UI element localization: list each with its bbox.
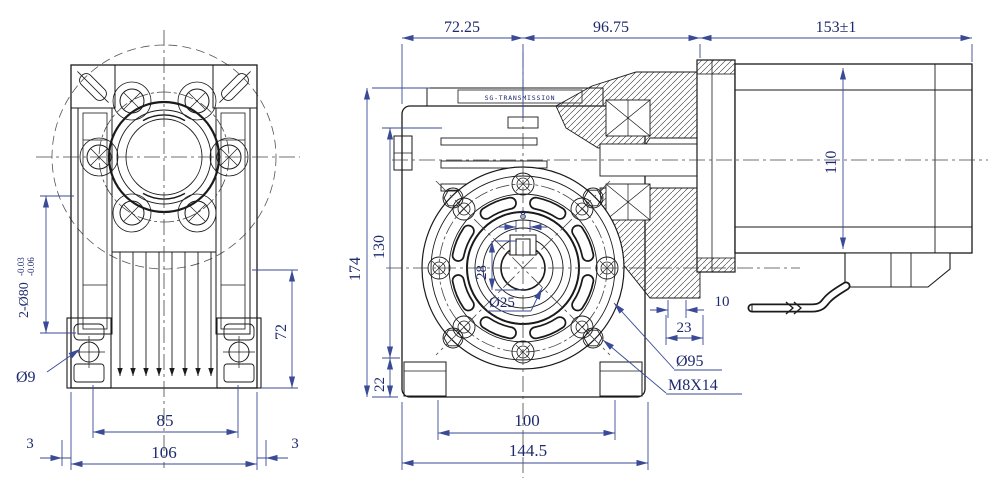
dim-foot-hole: Ø9 <box>16 369 36 386</box>
dimensions: 72.25 96.75 153±1 174 130 22 100 144.5 8… <box>16 19 973 470</box>
dim-side-clearance-left: 3 <box>26 436 34 452</box>
dim-spigot-dia: Ø95 <box>676 353 704 370</box>
motor-body <box>734 63 973 254</box>
side-view: SG-TRANSMISSION <box>386 52 988 478</box>
dim-output-boss: 2-Ø80 <box>17 282 32 318</box>
dim-foot-height: 72 <box>273 324 290 340</box>
corner-slot-left <box>77 71 109 103</box>
dim-flange-thickness: 23 <box>677 320 692 336</box>
dim-keyway-depth: 28 <box>474 265 490 280</box>
front-view <box>36 30 300 468</box>
corner-slot-right <box>219 71 251 103</box>
dim-motor-height: 110 <box>823 151 840 174</box>
nameplate-text: SG-TRANSMISSION <box>485 94 556 102</box>
dim-keyway-width: 8 <box>520 207 527 222</box>
dim-side-clearance-right: 3 <box>291 436 299 452</box>
side-plug-boss <box>393 135 413 171</box>
motor-flange-plate <box>696 59 736 273</box>
dim-output-boss-group: 2-Ø80 -0.03 -0.06 <box>16 257 36 318</box>
dim-output-bore: Ø25 <box>489 295 515 311</box>
dim-flange-span: 100 <box>514 411 540 430</box>
dim-housing-width: 72.25 <box>444 19 480 36</box>
dim-output-boss-tol-lower: -0.06 <box>26 257 36 276</box>
dim-adapter-width: 96.75 <box>593 19 629 36</box>
input-section <box>555 71 701 299</box>
motor-cable <box>747 281 851 315</box>
dim-spigot-depth: 10 <box>715 294 730 310</box>
dim-base-length: 144.5 <box>509 441 547 460</box>
dim-center-height: 130 <box>371 235 388 259</box>
side-feet <box>403 361 643 397</box>
diagonal-centerline-2 <box>435 180 611 356</box>
dim-fin-span: 85 <box>157 411 174 430</box>
dim-overall-height: 174 <box>347 257 364 281</box>
front-cooling-fins <box>112 251 216 376</box>
dim-base-width: 106 <box>151 443 177 462</box>
dim-motor-length: 153±1 <box>816 19 857 36</box>
terminal-box <box>844 252 951 288</box>
dim-output-boss-tol-upper: -0.03 <box>16 257 26 276</box>
dim-foot-thickness: 22 <box>372 377 388 392</box>
dim-mount-thread: M8X14 <box>668 377 718 394</box>
